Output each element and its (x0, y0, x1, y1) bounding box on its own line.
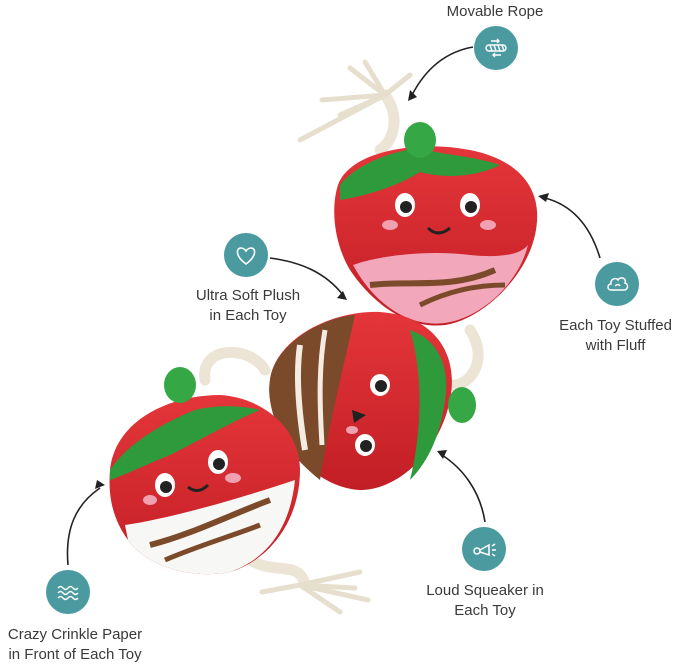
fluff-cloud-icon (595, 262, 639, 306)
arrow-squeaker (441, 454, 486, 523)
feature-fluff-label: Each Toy Stuffed with Fluff (559, 317, 672, 354)
rope-tassel-top (297, 59, 413, 143)
arrow-fluff (544, 197, 601, 259)
callout-arrows (66, 46, 601, 566)
rope-icon (474, 26, 518, 70)
arrow-rope (411, 46, 474, 96)
crinkle-waves-icon (46, 570, 90, 614)
arrow-crinkle (66, 487, 101, 566)
feature-plush-label: Ultra Soft Plush in Each Toy (195, 287, 301, 324)
heart-icon (224, 233, 268, 277)
rope-tassel-bottom (259, 569, 371, 615)
feature-crinkle-label: Crazy Crinkle Paper in Front of Each Toy (7, 626, 143, 663)
arrow-heads (95, 90, 549, 489)
squeaker-horn-icon (462, 527, 506, 571)
feature-squeaker-label: Loud Squeaker in Each Toy (426, 582, 544, 619)
rope-top (199, 89, 484, 591)
arrow-plush (269, 257, 344, 296)
strawberry-left (109, 367, 300, 575)
feature-rope-label: Movable Rope (446, 3, 544, 20)
strawberry-middle (269, 311, 476, 490)
strawberry-top (334, 122, 538, 326)
